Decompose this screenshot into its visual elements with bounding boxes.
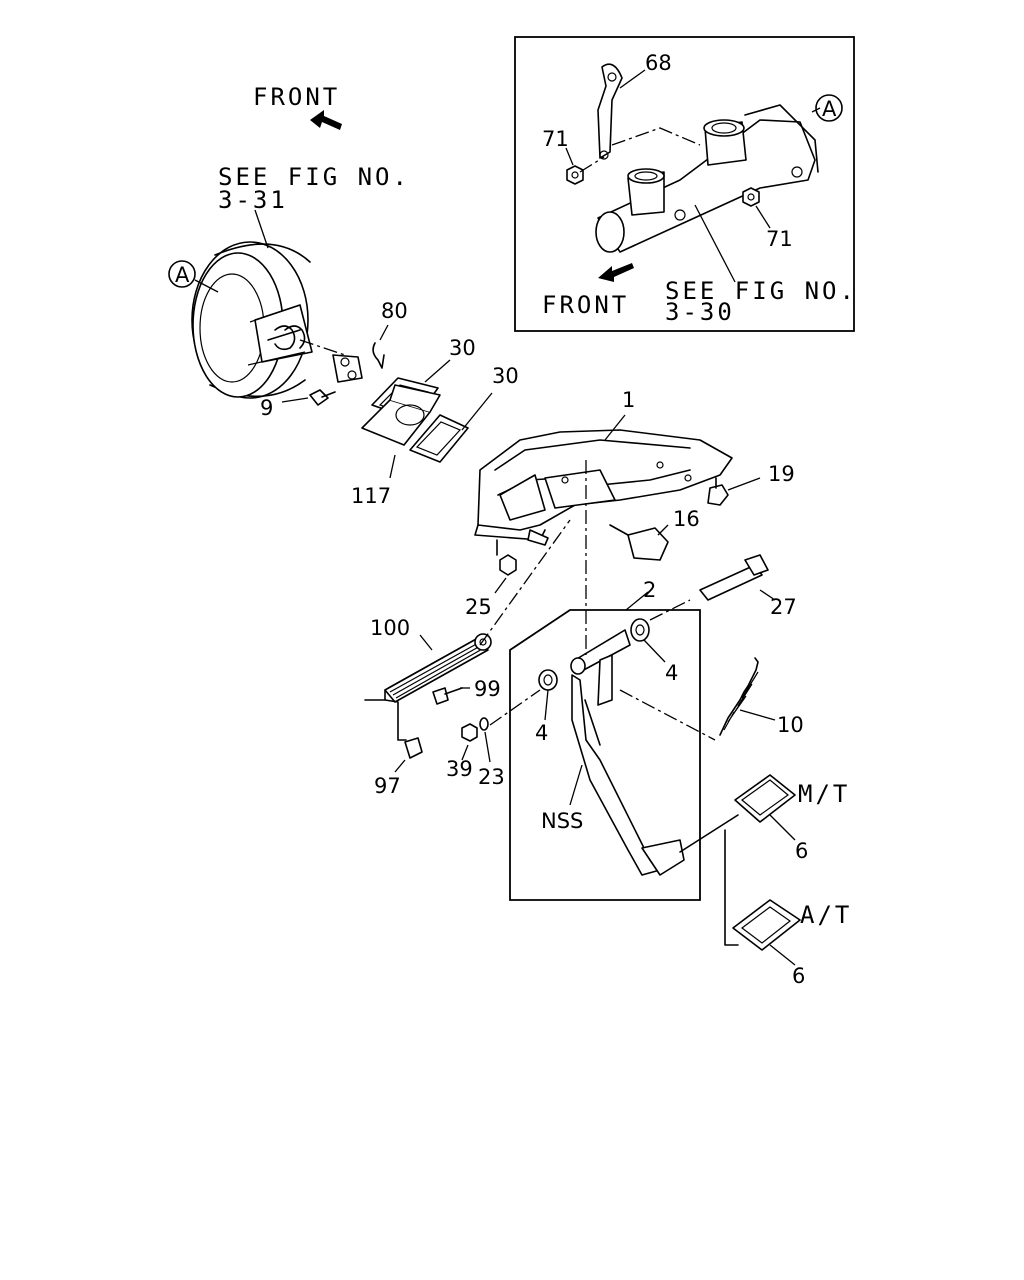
callout-19: 19 bbox=[768, 462, 795, 486]
callout-16: 16 bbox=[673, 507, 700, 531]
see-fig-label-b-1: SEE FIG NO. bbox=[665, 277, 857, 305]
callout-30-b: 30 bbox=[492, 364, 519, 388]
pedal-shaft-27 bbox=[699, 554, 776, 601]
nut-71-left bbox=[566, 165, 584, 185]
bolt-99 bbox=[432, 687, 470, 705]
nut-39 bbox=[461, 723, 478, 761]
callout-97: 97 bbox=[374, 774, 401, 798]
callout-71-right: 71 bbox=[766, 227, 793, 251]
pin-9 bbox=[281, 389, 336, 406]
callout-1: 1 bbox=[622, 388, 635, 412]
callout-39: 39 bbox=[446, 757, 473, 781]
callout-117: 117 bbox=[351, 484, 391, 508]
return-spring-10 bbox=[719, 657, 776, 736]
callout-9: 9 bbox=[260, 396, 273, 420]
pedal-bracket-1 bbox=[474, 429, 733, 546]
callout-23: 23 bbox=[478, 765, 505, 789]
gasket-30-b bbox=[409, 414, 469, 463]
stoplight-switch-16 bbox=[609, 524, 669, 561]
accelerator-pedal-100 bbox=[364, 633, 492, 741]
ref-circle-a-inset bbox=[815, 94, 843, 122]
bushing-4-right bbox=[630, 618, 650, 642]
at-label: A/T bbox=[800, 901, 852, 929]
callout-2: 2 bbox=[643, 578, 656, 602]
pedal-pad-6-mt bbox=[734, 774, 796, 841]
callout-80: 80 bbox=[381, 299, 408, 323]
pedal-pad-6-at bbox=[732, 899, 801, 966]
callout-99: 99 bbox=[474, 677, 501, 701]
bracket-68 bbox=[597, 63, 623, 160]
callout-71-left: 71 bbox=[542, 127, 569, 151]
callout-4-left: 4 bbox=[535, 721, 548, 745]
front-label-inset: FRONT bbox=[542, 291, 629, 319]
callout-25: 25 bbox=[465, 595, 492, 619]
see-fig-label-b-2: 3-30 bbox=[665, 298, 735, 326]
callout-100: 100 bbox=[370, 616, 410, 640]
ref-circle-a-left bbox=[168, 260, 196, 288]
callout-6-at: 6 bbox=[792, 964, 805, 988]
callout-27: 27 bbox=[770, 595, 797, 619]
clip-80 bbox=[372, 324, 389, 369]
callout-30-a: 30 bbox=[449, 336, 476, 360]
ref-a-left-label: A bbox=[175, 263, 190, 287]
master-cylinder-body bbox=[595, 104, 819, 253]
callout-68: 68 bbox=[645, 51, 672, 75]
brake-pedal-arm bbox=[570, 629, 685, 876]
brake-booster bbox=[191, 241, 363, 399]
front-arrow-top bbox=[310, 110, 342, 130]
clip-23 bbox=[479, 717, 491, 763]
nut-25 bbox=[494, 554, 517, 594]
spacer-117 bbox=[361, 384, 441, 446]
see-fig-label-a-2: 3-31 bbox=[218, 186, 288, 214]
bolt-19 bbox=[707, 477, 761, 506]
stopper-97 bbox=[394, 737, 423, 773]
front-label-top: FRONT bbox=[253, 83, 340, 111]
master-cylinder-inset-box bbox=[514, 36, 855, 332]
ref-a-inset-label: A bbox=[822, 97, 837, 121]
see-fig-label-a-1: SEE FIG NO. bbox=[218, 163, 410, 191]
callout-4-right: 4 bbox=[665, 661, 678, 685]
mt-label: M/T bbox=[798, 780, 850, 808]
nut-71-right bbox=[742, 187, 760, 207]
nss-label: NSS bbox=[541, 809, 583, 833]
bushing-4-left bbox=[538, 669, 558, 691]
front-arrow-inset bbox=[598, 263, 634, 282]
pedal-assembly-box-2 bbox=[509, 609, 701, 901]
callout-6-mt: 6 bbox=[795, 839, 808, 863]
callout-10: 10 bbox=[777, 713, 804, 737]
